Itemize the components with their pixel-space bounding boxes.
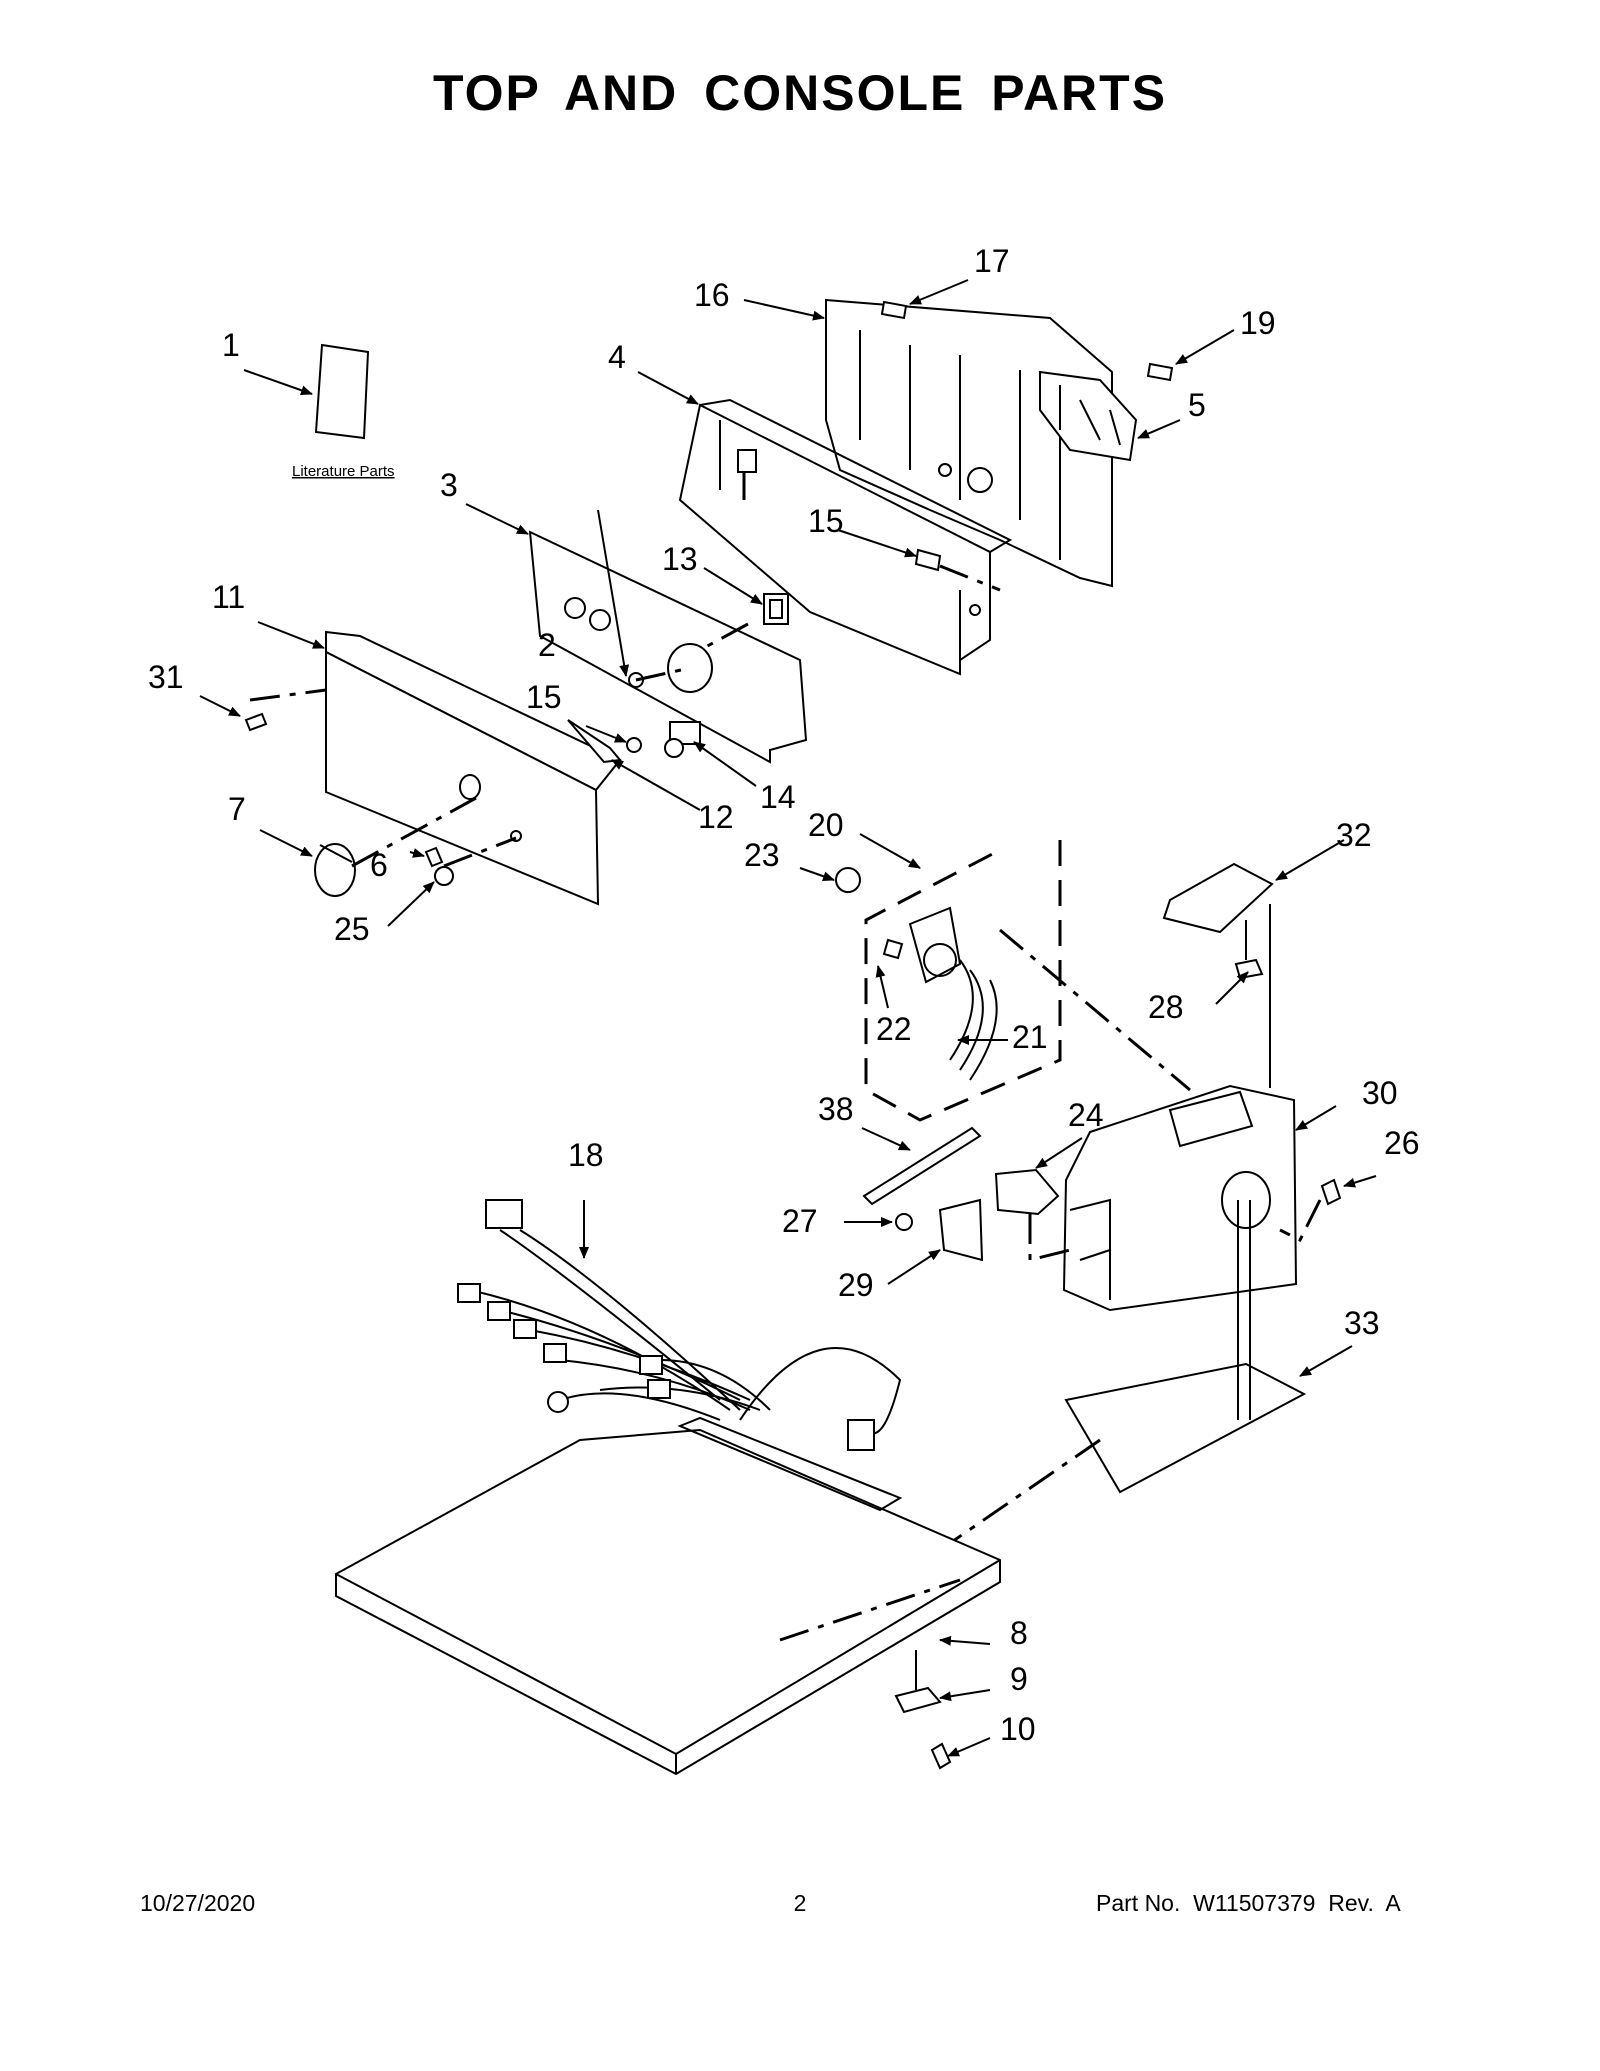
cover-32 <box>1162 862 1274 934</box>
callout-29: 29 <box>838 1267 874 1303</box>
callout-18: 18 <box>568 1137 604 1173</box>
callout-25: 25 <box>334 911 370 947</box>
part-14 <box>664 721 701 758</box>
assembly-line-15b <box>939 564 1001 592</box>
literature-parts-booklet: Literature Parts <box>292 343 395 480</box>
callout-17: 17 <box>974 243 1010 279</box>
knob-7 <box>314 843 356 897</box>
callout-9: 9 <box>1010 1661 1028 1697</box>
screw-15-upper-a <box>737 449 757 473</box>
callout-26: 26 <box>1384 1125 1420 1161</box>
callout-3: 3 <box>440 467 458 503</box>
rod-38 <box>862 1126 982 1206</box>
footer-page-number: 2 <box>793 1890 807 1916</box>
clip-28 <box>1234 958 1264 980</box>
leader-arrows <box>199 279 1377 1757</box>
bracket-9 <box>894 1686 942 1714</box>
callout-33: 33 <box>1344 1305 1380 1341</box>
screw-15-upper-b <box>914 548 942 572</box>
callout-28: 28 <box>1148 989 1184 1025</box>
screw-26 <box>1320 1178 1342 1206</box>
callout-23: 23 <box>744 837 780 873</box>
screw-10 <box>930 1742 952 1770</box>
assembly-line-20 <box>999 928 1191 1092</box>
timer-assembly <box>835 867 998 1081</box>
callout-30: 30 <box>1362 1075 1398 1111</box>
callout-19: 19 <box>1240 305 1276 341</box>
callout-32: 32 <box>1336 817 1372 853</box>
switch-part <box>763 593 789 625</box>
callout-13: 13 <box>662 541 698 577</box>
console-panel <box>528 530 808 764</box>
callout-15-lower: 15 <box>526 679 562 715</box>
callout-38: 38 <box>818 1091 854 1127</box>
callout-1: 1 <box>222 327 240 363</box>
assembly-line-6 <box>443 836 517 868</box>
page-title: TOP AND CONSOLE PARTS <box>432 65 1168 121</box>
console-small-bracket <box>1039 370 1138 462</box>
callout-numbers: 1 2 3 4 5 6 7 8 9 10 11 12 13 14 15 15 1… <box>148 243 1420 1747</box>
plate-33 <box>1064 1362 1307 1494</box>
callout-24: 24 <box>1068 1097 1104 1133</box>
assembly-line-24 <box>1028 1214 1071 1262</box>
footer-part-number: Part No. W11507379 Rev. A <box>1096 1890 1401 1916</box>
callout-16: 16 <box>694 277 730 313</box>
callout-5: 5 <box>1188 387 1206 423</box>
assembly-line-2 <box>635 666 691 682</box>
callout-20: 20 <box>808 807 844 843</box>
callout-12: 12 <box>698 799 734 835</box>
literature-parts-label: Literature Parts <box>292 463 395 480</box>
callout-22: 22 <box>876 1011 912 1047</box>
assembly-line-26 <box>1279 1199 1322 1243</box>
part-15-lower <box>626 737 642 753</box>
part-6 <box>424 846 444 868</box>
callout-8: 8 <box>1010 1615 1028 1651</box>
top-panel-8 <box>335 1416 1001 1776</box>
bracket-29 <box>938 1198 984 1262</box>
assembly-line-13 <box>699 622 749 652</box>
callout-4: 4 <box>608 339 626 375</box>
wire-harness-18 <box>457 1199 902 1451</box>
part-24 <box>994 1168 1060 1216</box>
footer-date: 10/27/2020 <box>140 1890 256 1916</box>
assembly-20-outline <box>864 840 1062 1122</box>
callout-10: 10 <box>1000 1711 1036 1747</box>
assembly-line-11 <box>249 688 327 702</box>
assembly-line-7 <box>351 796 477 868</box>
callout-31: 31 <box>148 659 184 695</box>
callout-21: 21 <box>1012 1019 1048 1055</box>
callout-6: 6 <box>370 847 388 883</box>
callout-7: 7 <box>228 791 246 827</box>
callout-27: 27 <box>782 1203 818 1239</box>
callout-15-upper: 15 <box>808 503 844 539</box>
screw-19 <box>1146 362 1174 382</box>
control-panel-front <box>325 630 622 906</box>
callout-2: 2 <box>538 627 556 663</box>
callout-11: 11 <box>212 579 245 615</box>
screw-31 <box>244 712 268 732</box>
nut-27 <box>895 1213 913 1231</box>
screw-17 <box>880 300 908 320</box>
part-25 <box>434 866 454 886</box>
callout-14: 14 <box>760 779 796 815</box>
mount-line-33 <box>939 1438 1101 1552</box>
console-shell <box>678 398 1013 676</box>
